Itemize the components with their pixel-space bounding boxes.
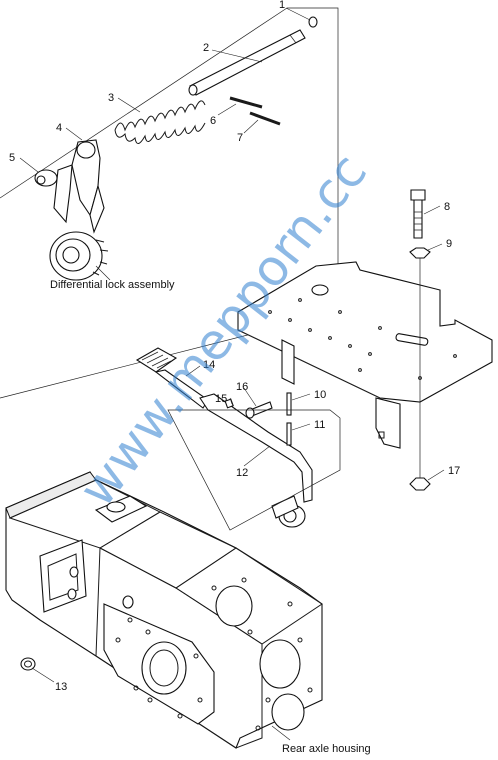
callout-12: 12 <box>236 467 248 479</box>
part-13-plug <box>20 657 36 671</box>
rear-axle-housing <box>5 409 341 749</box>
callout-15: 15 <box>215 393 227 405</box>
callout-6: 6 <box>210 115 216 127</box>
callout-11: 11 <box>314 419 325 431</box>
part-1-circlip <box>308 16 318 28</box>
callout-16: 16 <box>236 381 248 393</box>
part-2-shaft <box>188 29 306 96</box>
leader-lines <box>19 7 445 741</box>
callout-5: 5 <box>9 152 15 164</box>
callout-2: 2 <box>203 42 209 54</box>
caption-rear-axle-housing: Rear axle housing <box>282 743 371 755</box>
callout-numbers: 1 2 3 4 5 6 7 8 9 10 11 12 13 14 15 16 1… <box>9 0 460 693</box>
caption-differential-lock: Differential lock assembly <box>50 279 175 291</box>
part-9-nut <box>409 247 431 259</box>
callout-1: 1 <box>279 0 285 11</box>
part-4-shift-fork <box>53 139 105 234</box>
part-3-spring <box>114 100 206 144</box>
platform-bracket <box>237 261 493 449</box>
part-14-pedal <box>135 347 209 409</box>
part-12-brake-lever <box>199 393 313 528</box>
callout-3: 3 <box>108 92 114 104</box>
callout-9: 9 <box>446 238 452 250</box>
callout-4: 4 <box>56 122 62 134</box>
part-11-pin <box>286 422 292 446</box>
callout-13: 13 <box>55 681 67 693</box>
differential-lock-gear <box>49 231 109 281</box>
part-7-pin <box>249 111 281 126</box>
part-16-bolt <box>245 401 273 419</box>
part-5-collar <box>34 169 58 187</box>
callout-8: 8 <box>444 201 450 213</box>
part-8-bolt <box>410 189 426 239</box>
callout-10: 10 <box>314 389 326 401</box>
part-10-pin <box>286 392 292 416</box>
callout-17: 17 <box>448 465 460 477</box>
callout-14: 14 <box>203 359 215 371</box>
part-17-nut <box>409 477 431 491</box>
part-6-pin <box>229 96 263 109</box>
callout-7: 7 <box>237 132 243 144</box>
